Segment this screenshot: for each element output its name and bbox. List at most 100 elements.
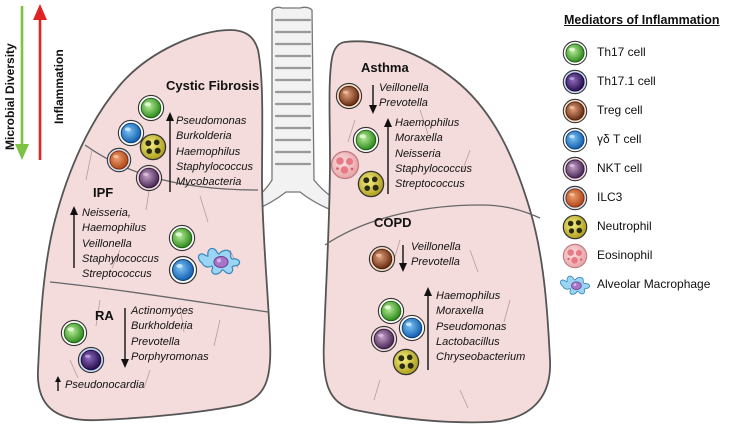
ra-bacterium: Actinomyces bbox=[131, 305, 194, 317]
ipf-bacteria-list: Neisseria, Haemophilus Veillonella Staph… bbox=[82, 206, 159, 282]
copd-treg-cell-icon bbox=[368, 245, 396, 273]
cf-bacterium: Mycobacteria bbox=[176, 176, 242, 189]
copd-up-arrow bbox=[424, 287, 432, 370]
copd-decreased-list: Veillonella Prevotella bbox=[411, 240, 461, 271]
legend-item: γδ T cell bbox=[562, 127, 747, 153]
ipf-bacterium: Staphylococcus bbox=[82, 252, 160, 265]
legend-item-label: Neutrophil bbox=[597, 219, 652, 233]
legend-item: Alveolar Macrophage bbox=[560, 272, 747, 298]
ra-down-arrow bbox=[121, 308, 129, 368]
th17-1-cell-icon bbox=[562, 69, 588, 95]
microbial-diversity-label: Microbial Diversity bbox=[3, 43, 17, 150]
legend-item: Treg cell bbox=[562, 98, 747, 124]
legend-item: Th17 cell bbox=[562, 40, 747, 66]
legend-item-label: Th17 cell bbox=[597, 45, 646, 59]
copd-gamma-delta-t-cell-icon bbox=[398, 314, 426, 342]
asthma-eosinophil-icon bbox=[330, 150, 360, 180]
legend-item: NKT cell bbox=[562, 156, 747, 182]
microbial-diversity-arrow bbox=[15, 6, 29, 160]
gamma-delta-t-cell-icon bbox=[562, 127, 588, 153]
ra-bacterium: Prevotella bbox=[131, 335, 180, 348]
asthma-increased-bacterium: Moraxella bbox=[395, 132, 443, 145]
cf-gamma-delta-t-cell-icon bbox=[117, 119, 145, 147]
ra-pseudonocardia-up-arrow bbox=[55, 376, 61, 391]
asthma-decreased-list: Veillonella Prevotella bbox=[379, 81, 429, 112]
asthma-decreased-bacterium: Veillonella bbox=[379, 82, 429, 94]
th17-cell-icon bbox=[562, 40, 588, 66]
cf-bacterium: Staphylococcus bbox=[176, 160, 254, 173]
copd-down-arrow bbox=[399, 245, 407, 272]
copd-increased-bacterium: Pseudomonas bbox=[436, 320, 507, 333]
asthma-neutrophil-icon bbox=[357, 170, 385, 198]
copd-decreased-bacterium: Veillonella bbox=[411, 241, 461, 253]
legend-item-label: Alveolar Macrophage bbox=[597, 277, 711, 291]
cf-th17-cell-icon bbox=[137, 94, 165, 122]
asthma-increased-bacterium: Streptococcus bbox=[395, 178, 465, 191]
asthma-th17-cell-icon bbox=[352, 126, 380, 154]
legend-item: Neutrophil bbox=[562, 214, 747, 240]
copd-neutrophil-icon bbox=[392, 348, 420, 376]
cf-ilc3-icon bbox=[106, 147, 132, 173]
ra-title: RA bbox=[95, 308, 114, 323]
cf-bacterium: Pseudomonas bbox=[176, 115, 247, 127]
legend-item-label: γδ T cell bbox=[597, 132, 642, 146]
alveolar-macrophage-icon bbox=[560, 275, 590, 295]
copd-increased-bacterium: Lactobacillus bbox=[436, 335, 500, 348]
asthma-increased-bacterium: Haemophilus bbox=[395, 117, 460, 129]
copd-decreased-bacterium: Prevotella bbox=[411, 256, 460, 269]
legend-item: ILC3 bbox=[562, 185, 747, 211]
copd-increased-bacterium: Haemophilus bbox=[436, 290, 501, 302]
neutrophil-icon bbox=[562, 214, 588, 240]
asthma-up-arrow bbox=[384, 118, 392, 194]
inflammation-arrow bbox=[33, 4, 47, 160]
asthma-increased-bacterium: Neisseria bbox=[395, 147, 441, 160]
copd-increased-bacterium: Chryseobacterium bbox=[436, 351, 526, 364]
ipf-bacterium: Veillonella bbox=[82, 237, 132, 250]
legend-item-label: Treg cell bbox=[597, 103, 643, 117]
copd-th17-cell-icon bbox=[377, 297, 405, 325]
ilc3-icon bbox=[562, 185, 588, 211]
ra-bacteria-list: Actinomyces Burkholderia Prevotella Porp… bbox=[131, 304, 209, 365]
ra-th17-cell-icon bbox=[60, 319, 88, 347]
legend-item: Th17.1 cell bbox=[562, 69, 747, 95]
legend-item-label: Eosinophil bbox=[597, 248, 653, 262]
cf-bacteria-list: Pseudomonas Burkolderia Haemophilus Stap… bbox=[176, 114, 253, 190]
asthma-increased-bacterium: Staphylococcus bbox=[395, 162, 473, 175]
ra-th17-1-cell-icon bbox=[77, 346, 105, 374]
legend-item-label: Th17.1 cell bbox=[597, 74, 656, 88]
ipf-bacterium: Streptococcus bbox=[82, 268, 152, 281]
asthma-increased-list: Haemophilus Moraxella Neisseria Staphylo… bbox=[395, 116, 472, 192]
legend-title: Mediators of Inflammation bbox=[564, 13, 720, 27]
ipf-title: IPF bbox=[93, 185, 114, 200]
legend-item-label: ILC3 bbox=[597, 190, 623, 204]
asthma-down-arrow bbox=[369, 85, 377, 114]
inflammation-label: Inflammation bbox=[52, 49, 66, 124]
asthma-decreased-bacterium: Prevotella bbox=[379, 97, 428, 110]
nkt-cell-icon bbox=[562, 156, 588, 182]
ipf-th17-cell-icon bbox=[168, 224, 196, 252]
left-lung bbox=[37, 29, 272, 422]
ra-pseudonocardia: Pseudonocardia bbox=[65, 379, 145, 391]
copd-increased-bacterium: Moraxella bbox=[436, 305, 484, 318]
cystic-fibrosis-title: Cystic Fibrosis bbox=[166, 78, 260, 93]
cf-bacterium: Burkolderia bbox=[176, 130, 232, 143]
treg-cell-icon bbox=[562, 98, 588, 124]
legend-item-label: NKT cell bbox=[597, 161, 643, 175]
asthma-title: Asthma bbox=[361, 60, 409, 75]
cf-bacterium: Haemophilus bbox=[176, 145, 241, 158]
cf-neutrophil-icon bbox=[139, 133, 167, 161]
ipf-bacterium: Haemophilus bbox=[82, 222, 147, 235]
ipf-bacterium: Neisseria, bbox=[82, 207, 131, 219]
ipf-up-arrow bbox=[70, 206, 78, 268]
eosinophil-icon bbox=[562, 243, 588, 269]
copd-title: COPD bbox=[374, 215, 412, 230]
copd-increased-list: Haemophilus Moraxella Pseudomonas Lactob… bbox=[436, 289, 525, 365]
legend-item: Eosinophil bbox=[562, 243, 747, 269]
cf-nkt-cell-icon bbox=[135, 164, 163, 192]
asthma-treg-cell-icon bbox=[335, 82, 363, 110]
copd-nkt-cell-icon bbox=[370, 325, 398, 353]
ra-bacterium: Porphyromonas bbox=[131, 350, 209, 363]
ra-bacterium: Burkholderia bbox=[131, 320, 193, 333]
cf-up-arrow bbox=[166, 112, 174, 192]
